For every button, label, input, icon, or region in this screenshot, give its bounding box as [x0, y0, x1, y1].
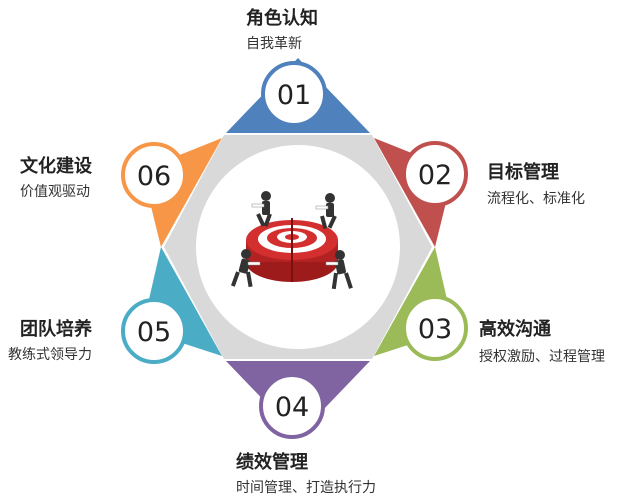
node-04: 04 [259, 373, 325, 439]
node-04-title: 绩效管理 [236, 452, 308, 473]
node-number: 04 [275, 392, 309, 423]
node-06-title: 文化建设 [20, 156, 92, 177]
node-circle [261, 61, 327, 127]
node-03-title: 高效沟通 [479, 319, 551, 340]
node-number: 05 [137, 317, 171, 348]
node-01-title: 角色认知 [246, 8, 318, 29]
node-06-subtitle: 价值观驱动 [20, 184, 90, 200]
node-05-title: 团队培养 [20, 319, 92, 340]
node-01-subtitle: 自我革新 [246, 36, 302, 52]
person-bottom-left [230, 249, 261, 288]
node-02-title: 目标管理 [487, 162, 559, 183]
person-top-right [315, 193, 337, 230]
node-02-subtitle: 流程化、标准化 [487, 191, 585, 207]
node-02: 02 [402, 141, 468, 207]
node-01: 01 [261, 61, 327, 127]
node-circle [402, 295, 468, 361]
node-05: 05 [121, 298, 187, 364]
node-number: 03 [418, 314, 452, 345]
center-illustration [230, 191, 353, 290]
node-06: 06 [121, 142, 187, 208]
node-circle [402, 141, 468, 207]
node-03-subtitle: 授权激励、过程管理 [479, 349, 605, 365]
node-circle [121, 298, 187, 364]
node-circle [121, 142, 187, 208]
node-circle [259, 373, 325, 439]
person-top-left [251, 191, 272, 227]
node-03: 03 [402, 295, 468, 361]
node-number: 06 [137, 161, 171, 192]
person-bottom-right [325, 250, 353, 290]
node-05-subtitle: 教练式领导力 [8, 347, 92, 363]
node-number: 02 [418, 160, 452, 191]
node-04-subtitle: 时间管理、打造执行力 [236, 480, 376, 496]
node-number: 01 [277, 80, 311, 111]
